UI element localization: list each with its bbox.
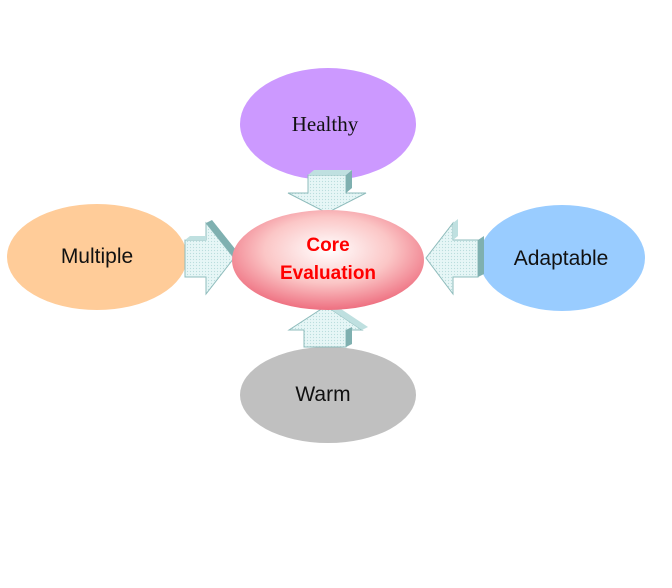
- node-warm-shape: [240, 347, 416, 443]
- node-warm: Warm: [240, 347, 416, 443]
- node-adaptable-shape: [479, 205, 645, 311]
- node-healthy: Healthy: [240, 68, 416, 180]
- core-node: Core Evaluation: [232, 210, 424, 310]
- node-healthy-label: Healthy: [292, 112, 359, 136]
- node-multiple: Multiple: [7, 204, 187, 310]
- node-multiple-label: Multiple: [61, 245, 133, 268]
- node-adaptable: Adaptable: [479, 205, 645, 311]
- arrow-down-icon: [287, 170, 367, 214]
- node-adaptable-label: Adaptable: [514, 247, 609, 270]
- node-multiple-shape: [7, 204, 187, 310]
- core-label-line2: Evaluation: [280, 263, 376, 284]
- arrow-left-icon: [425, 219, 484, 296]
- node-warm-label: Warm: [295, 383, 350, 406]
- core-label-line1: Core: [306, 235, 349, 256]
- node-healthy-shape: [240, 68, 416, 180]
- arrow-right-icon: [184, 220, 240, 296]
- core-node-shape: [232, 210, 424, 310]
